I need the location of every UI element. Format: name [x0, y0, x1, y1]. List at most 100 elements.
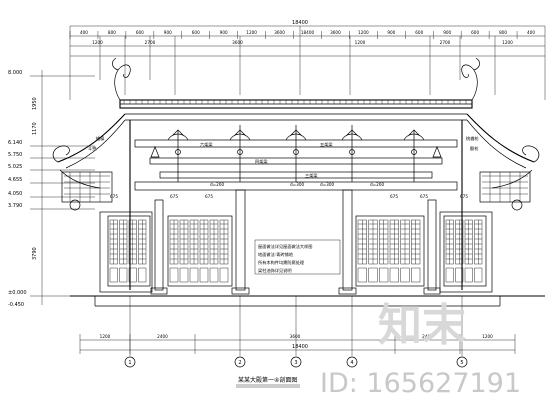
span-label-0: d=260 [210, 182, 224, 187]
vdim-3790: 3790 [32, 247, 38, 260]
note-3: 所有木构件均需防腐处理 [258, 259, 305, 266]
bottom-total-dim: 18400 [292, 344, 308, 350]
bottom-dim-row: 1200 2400 3600 2400 1200 [79, 334, 516, 354]
axis-label-2: 2 [238, 360, 241, 366]
top-dim-8: 18400 [301, 30, 315, 35]
watermark-logo: 知末 [378, 300, 466, 351]
small-dim-5: 675 [460, 194, 468, 199]
top-dim-15: 800 [499, 30, 507, 35]
right-bracket-cluster [479, 171, 531, 211]
axis-bubble-1 [124, 356, 136, 368]
top-dim-row-1: 400 800 600 900 600 900 1200 3600 18400 3600 1200 9… [69, 30, 535, 39]
lattice-panel-2 [355, 215, 425, 287]
beam-label-1: 六架梁 [200, 141, 213, 148]
columns [150, 189, 441, 295]
overall-width-label: 18400 [292, 20, 308, 26]
top-dim2-2: 3600 [232, 40, 243, 45]
end-walls [99, 211, 493, 293]
note-4: 梁柱油饰详见说明 [258, 267, 292, 274]
elev-minus-0450: -0.450 [8, 302, 24, 308]
top-dim-5: 900 [220, 30, 228, 35]
axis-bubble-4 [346, 356, 358, 368]
beam-label-3: 四架梁 [255, 158, 268, 165]
beam-label-6: 挑檐枋 [466, 135, 479, 142]
top-dim-6: 1200 [246, 30, 257, 35]
elev-6140: 6.140 [8, 140, 22, 146]
small-dim-4: 675 [420, 194, 428, 199]
left-elevation-axis [30, 70, 100, 305]
beam-label-5: 檐檩 [96, 135, 104, 142]
span-label-2: d=300 [320, 182, 334, 187]
lattice-panel-0 [107, 215, 151, 287]
top-dim-3: 900 [164, 30, 172, 35]
span-label-1: d=300 [290, 182, 304, 187]
axis-label-1: 1 [128, 360, 131, 366]
top-dim-10: 1200 [358, 30, 369, 35]
beam-label-8: 额枋 [470, 145, 478, 152]
top-dim-13: 900 [443, 30, 451, 35]
top-dim-11: 900 [387, 30, 395, 35]
small-dim-1: 675 [170, 194, 178, 199]
top-dim2-0: 1200 [92, 40, 103, 45]
top-guide-lines [69, 26, 546, 100]
axis-label-4: 4 [350, 360, 353, 366]
top-dim-14: 600 [471, 30, 479, 35]
small-span-dims: 675 675 675 675 675 675 d=260 d=300 d=300 d=260 [110, 182, 468, 199]
axis-label-5: 5 [460, 360, 463, 366]
top-dim-1: 800 [108, 30, 116, 35]
axis-bubble-5 [456, 356, 468, 368]
top-dim-4: 600 [192, 30, 200, 35]
small-dim-3: 675 [390, 194, 398, 199]
elev-5750: 5.750 [8, 152, 22, 158]
axis-bubbles: 1 2 3 4 5 [124, 296, 468, 368]
bottom-dim-2: 3600 [290, 334, 301, 339]
lattice-panel-1 [167, 215, 233, 287]
beam-label-4: 三架梁 [305, 172, 318, 179]
note-1: 屋面做法详见屋面做法大样图 [258, 243, 312, 250]
elev-4050: 4.050 [8, 191, 22, 197]
top-dim-2: 600 [136, 30, 144, 35]
elev-5025: 5.025 [8, 164, 22, 170]
bottom-dim-1: 2400 [157, 334, 168, 339]
note-2: 地面做法:青砖铺地 [258, 251, 294, 258]
notes-block: 屋面做法详见屋面做法大样图 地面做法:青砖铺地 所有木构件均需防腐处理 梁柱油饰… [254, 239, 341, 275]
watermark-id: ID: 165627191 [320, 368, 521, 399]
elev-8000: 8.000 [8, 70, 22, 76]
top-dim2-4: 2700 [440, 40, 451, 45]
top-dim-12: 600 [415, 30, 423, 35]
elev-4655: 4.655 [8, 177, 22, 183]
lattice-panel-3 [443, 215, 487, 287]
axis-label-3: 3 [294, 360, 297, 366]
top-dim-16: 400 [527, 30, 535, 35]
small-dim-0: 675 [110, 194, 118, 199]
ground-line [70, 295, 545, 307]
top-dim2-5: 1200 [502, 40, 513, 45]
top-dim2-3: 1200 [355, 40, 366, 45]
vdim-1170: 1170 [32, 122, 38, 135]
small-dim-2: 675 [205, 194, 213, 199]
top-dim-0: 400 [80, 30, 88, 35]
beam-label-7: 斗拱 [88, 145, 96, 152]
axis-bubble-2 [234, 356, 246, 368]
bottom-dim-3: 2400 [422, 334, 433, 339]
top-dim-9: 3600 [330, 30, 341, 35]
axis-bubble-3 [290, 356, 302, 368]
drawing-title: 某某大殿第一④剖面图 [238, 376, 297, 384]
elev-3790: 3.790 [8, 203, 22, 209]
vdim-1950: 1950 [32, 97, 38, 110]
top-dim-7: 3600 [274, 30, 285, 35]
span-label-3: d=260 [370, 182, 384, 187]
bottom-dimension-lines [80, 339, 515, 351]
left-bracket-cluster [61, 171, 113, 211]
lattice-windows [107, 215, 487, 287]
bottom-dim-0: 1200 [100, 334, 111, 339]
beam-label-2: 五架梁 [320, 141, 333, 148]
bottom-dim-4: 1200 [482, 334, 493, 339]
upper-frame [129, 120, 463, 290]
elev-0000: ±0.000 [8, 290, 27, 296]
top-dimension-lines [70, 25, 545, 57]
roof [52, 57, 540, 211]
